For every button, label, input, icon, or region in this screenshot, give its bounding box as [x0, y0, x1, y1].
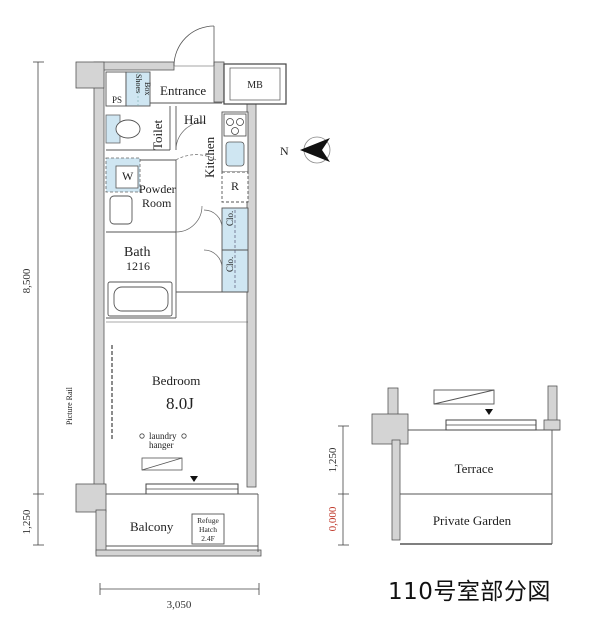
- label-bath-size: 1216: [126, 259, 150, 273]
- label-refuge-floor: 2.4F: [201, 534, 215, 543]
- bedroom-window: [145, 476, 239, 495]
- laundry-hanger-dots: [139, 433, 187, 439]
- label-refuge: Refuge: [197, 516, 219, 525]
- interior-doors: [175, 121, 223, 269]
- washer-fixture: [105, 157, 141, 193]
- dim-height-balcony: 1,250: [21, 509, 33, 534]
- dimension-bottom: [99, 583, 260, 595]
- label-room: Room: [142, 196, 172, 210]
- meter-box: MB: [223, 63, 287, 105]
- label-powder: Powder: [139, 182, 176, 196]
- balcony-outline: [106, 493, 259, 552]
- label-bath: Bath: [124, 245, 150, 260]
- room-labels: PS Shoes Box Entrance Hall Toilet Kitche…: [65, 74, 239, 543]
- terrace-walls: [371, 385, 561, 541]
- terrace-window: [445, 409, 537, 431]
- label-ps: PS: [112, 95, 122, 105]
- label-washer: W: [122, 169, 134, 183]
- label-bedroom-size: 8.0J: [166, 394, 194, 413]
- toilet-fixture: [105, 114, 141, 144]
- label-kitchen: Kitchen: [202, 136, 217, 178]
- label-terrace: Terrace: [455, 461, 494, 476]
- label-box: Box: [143, 82, 152, 95]
- powder-sink: [109, 195, 133, 225]
- bathtub: [107, 281, 173, 317]
- label-toilet: Toilet: [150, 119, 165, 150]
- label-picture-rail: Picture Rail: [65, 386, 74, 425]
- label-hatch: Hatch: [199, 525, 217, 534]
- entrance-door: [173, 25, 215, 67]
- dimension-left: [33, 61, 44, 546]
- stove-icon: [223, 113, 247, 137]
- label-hanger: hanger: [149, 440, 174, 450]
- dim-height-main: 8,500: [21, 268, 33, 293]
- label-refrigerator: R: [231, 179, 239, 193]
- label-hall: Hall: [184, 112, 207, 127]
- plan-caption: 110号室部分図: [388, 579, 551, 605]
- label-mb: MB: [247, 80, 263, 91]
- terrace-outline: [400, 389, 560, 545]
- refuge-hatch: [191, 513, 225, 545]
- label-clo-1: Clo.: [225, 211, 235, 226]
- compass-north-label: N: [280, 144, 289, 158]
- label-private-garden: Private Garden: [433, 513, 512, 528]
- label-laundry: laundry: [149, 431, 177, 441]
- label-balcony: Balcony: [130, 519, 174, 534]
- label-shoes: Shoes: [134, 74, 143, 93]
- label-bedroom: Bedroom: [152, 373, 200, 388]
- compass-icon: N: [280, 136, 331, 164]
- dimension-terrace: [338, 425, 349, 546]
- dim-width-main: 3,050: [167, 599, 192, 611]
- label-entrance: Entrance: [160, 83, 206, 98]
- dim-garden-depth: 0,000: [327, 506, 339, 531]
- kitchen-sink: [225, 141, 245, 167]
- dim-terrace-depth: 1,250: [327, 447, 339, 472]
- label-clo-2: Clo.: [225, 257, 235, 272]
- air-conditioner: [141, 457, 183, 471]
